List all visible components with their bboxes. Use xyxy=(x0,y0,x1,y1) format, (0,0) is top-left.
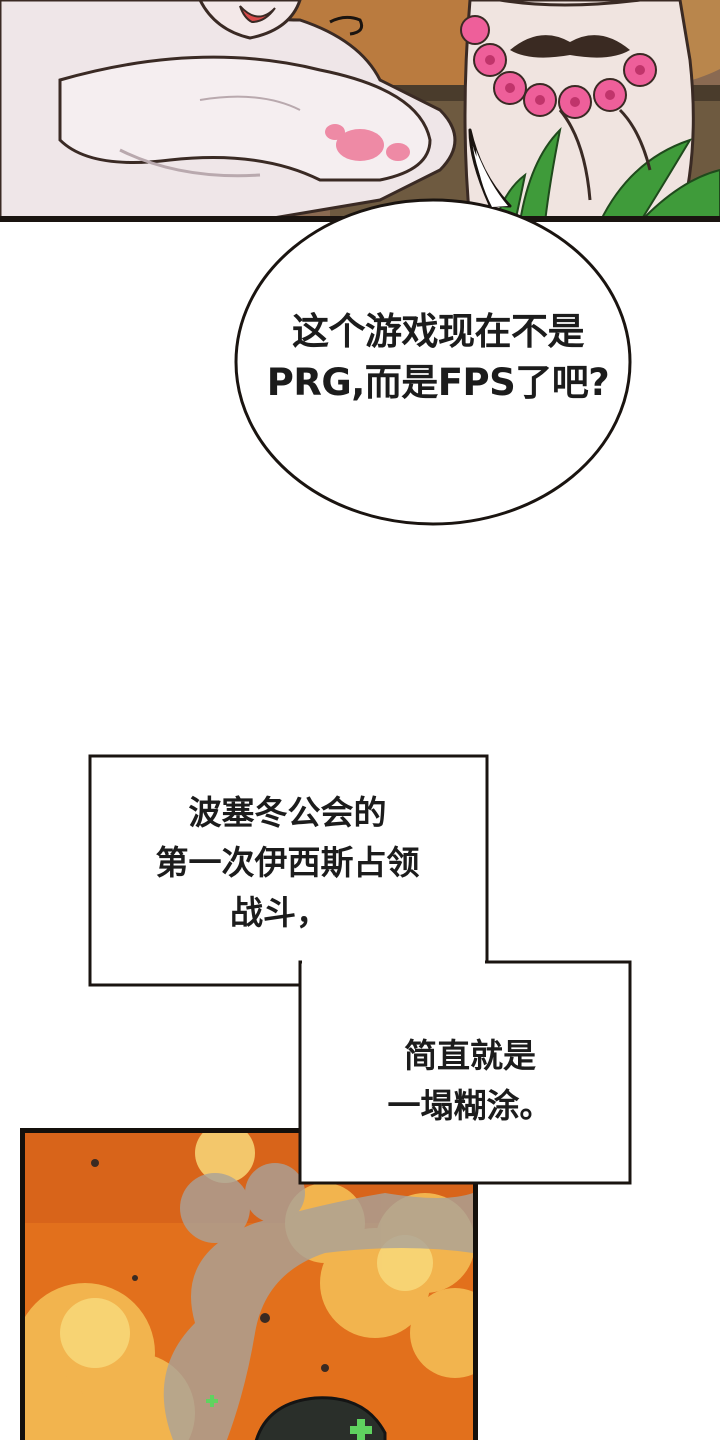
speech-bubble-text: 这个游戏现在不是 PRG,而是FPS了吧? xyxy=(238,306,638,408)
speech-line: 这个游戏现在不是 xyxy=(292,310,585,353)
bottom-panel-artwork xyxy=(25,1133,473,1440)
speech-bubble xyxy=(234,128,632,526)
caption-box-2-overlay xyxy=(298,955,632,1185)
bottom-comic-panel xyxy=(20,1128,478,1440)
caption-line: 战斗， xyxy=(230,893,329,932)
caption-box-2-text: 简直就是 一塌糊涂。 xyxy=(330,1031,610,1131)
caption-line: 简直就是 xyxy=(404,1036,536,1075)
caption-line: 第一次伊西斯占领 xyxy=(155,843,420,882)
heal-sparkle-icon xyxy=(206,1395,372,1440)
top-panel-artwork xyxy=(0,0,720,222)
caption-box-1-text: 波塞冬公会的 第一次伊西斯占领 战斗， xyxy=(100,788,475,938)
caption-line: 波塞冬公会的 xyxy=(188,793,387,832)
speech-line: PRG,而是FPS了吧? xyxy=(266,361,610,404)
top-comic-panel xyxy=(0,0,720,222)
smoke-plumes xyxy=(163,1163,473,1440)
caption-line: 一塌糊涂。 xyxy=(387,1086,553,1125)
